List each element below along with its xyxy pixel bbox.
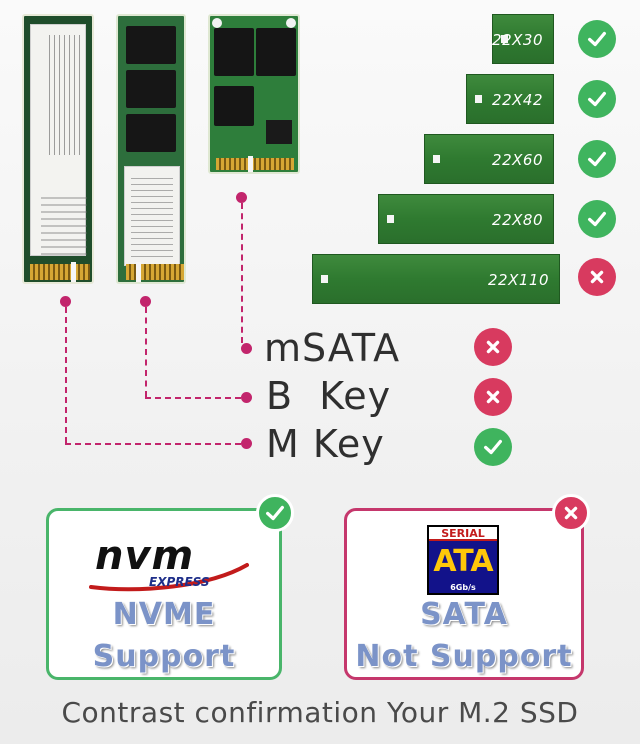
gold-contacts [126, 264, 184, 280]
msata-ssd-image [208, 14, 300, 174]
footer-caption: Contrast confirmation Your M.2 SSD [61, 696, 579, 729]
connector-dot [241, 438, 252, 449]
b-key-ssd-image [116, 14, 186, 284]
size-label: 22X110 [488, 271, 549, 289]
nand-chip [214, 86, 254, 126]
b-key-label: B Key [266, 374, 392, 418]
size-label: 22X80 [492, 211, 543, 229]
cross-icon [552, 494, 590, 532]
check-icon [578, 140, 616, 178]
sata-title: SATA [420, 597, 508, 632]
gold-contacts [216, 158, 294, 170]
nand-chip [126, 70, 176, 108]
cross-icon [474, 378, 512, 416]
ssd-label-sticker [124, 166, 180, 266]
size-label: 22X60 [492, 151, 543, 169]
nand-chip [126, 26, 176, 64]
nvme-support-text: Support [92, 639, 236, 674]
connector-line [65, 443, 241, 445]
nvme-support-box: nvm EXPRESS NVME Support [46, 508, 282, 680]
size-bar-22x80: 22X80 [378, 194, 554, 244]
sata-logo-speed: 6Gb/s [450, 583, 476, 592]
check-icon [578, 80, 616, 118]
connector-dot [140, 296, 151, 307]
size-bar-22x110: 22X110 [312, 254, 560, 304]
size-label: 22X42 [492, 91, 543, 109]
connector-dot [241, 392, 252, 403]
nvm-express-text: EXPRESS [149, 575, 210, 589]
msata-label: mSATA [264, 326, 401, 370]
gold-contacts [30, 264, 90, 280]
nand-chip [126, 114, 176, 152]
check-icon [578, 20, 616, 58]
nvm-logo-text: nvm [95, 533, 195, 579]
nvm-express-logo: nvm EXPRESS [89, 533, 249, 593]
check-icon [578, 200, 616, 238]
connector-dot [236, 192, 247, 203]
sata-not-support-text: Not Support [355, 639, 573, 674]
connector-line [145, 397, 241, 399]
connector-dot [60, 296, 71, 307]
nand-chip [256, 28, 296, 76]
m-key-label: M Key [266, 422, 385, 466]
connector-line [65, 307, 67, 443]
check-icon [256, 494, 294, 532]
cross-icon [474, 328, 512, 366]
check-icon [474, 428, 512, 466]
connector-line [145, 307, 147, 397]
serial-ata-logo: SERIAL ATA 6Gb/s [427, 525, 499, 595]
nand-chip [214, 28, 254, 76]
cross-icon [578, 258, 616, 296]
connector-dot [241, 343, 252, 354]
connector-line [241, 203, 243, 343]
sata-logo-ata: ATA [433, 544, 493, 579]
sata-support-box: SERIAL ATA 6Gb/s SATA Not Support [344, 508, 584, 680]
nvme-title: NVME [112, 597, 216, 632]
size-bar-22x42: 22X42 [466, 74, 554, 124]
m-key-ssd-image [22, 14, 94, 284]
size-bar-22x30: 22X30 [492, 14, 554, 64]
sata-logo-serial: SERIAL [429, 527, 497, 541]
size-label: 22X30 [492, 31, 543, 49]
size-bar-22x60: 22X60 [424, 134, 554, 184]
controller-chip [266, 120, 292, 144]
ssd-label-sticker [30, 24, 87, 256]
